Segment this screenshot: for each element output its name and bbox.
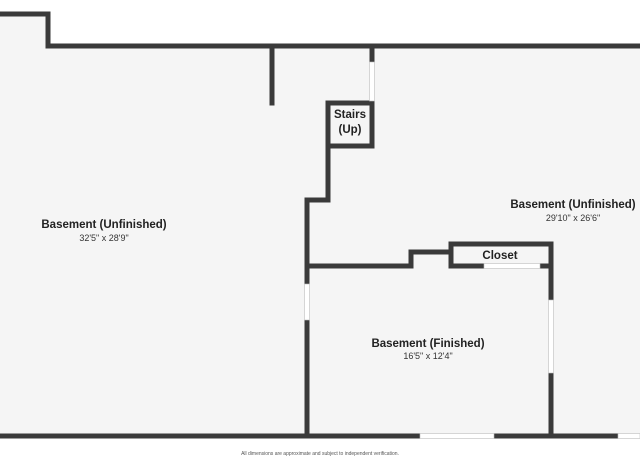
room-label-basement-left: Basement (Unfinished) — [41, 219, 166, 231]
finished-room-top-wall — [304, 249, 454, 269]
dividing-wall — [304, 98, 375, 287]
stair-window — [369, 61, 375, 102]
outer-wall-top — [0, 11, 640, 49]
floor-area — [0, 14, 640, 436]
walls — [0, 11, 640, 439]
room-label-basement-finished: Basement (Finished) — [371, 338, 484, 350]
stair-enclosure — [325, 100, 375, 149]
footer-disclaimer: All dimensions are approximate and subje… — [241, 451, 399, 457]
closet-enclosure — [448, 241, 554, 303]
closet-door-opening — [483, 263, 541, 269]
dividing-wall-window — [304, 283, 310, 321]
room-label-closet: Closet — [482, 250, 517, 262]
room-dims-basement-right: 29'10" x 26'6" — [546, 213, 600, 223]
room-label-stairs-up: (Up) — [339, 124, 362, 136]
room-dims-basement-finished: 16'5" x 12'4" — [403, 351, 452, 361]
room-label-stairs: Stairs — [334, 109, 366, 121]
windows — [304, 61, 640, 439]
bottom-window-right — [617, 433, 640, 439]
room-dims-basement-left: 32'5" x 28'9" — [79, 233, 128, 243]
finished-room-right-window — [548, 299, 554, 374]
bottom-window-center — [419, 433, 495, 439]
room-label-basement-right: Basement (Unfinished) — [510, 199, 635, 211]
